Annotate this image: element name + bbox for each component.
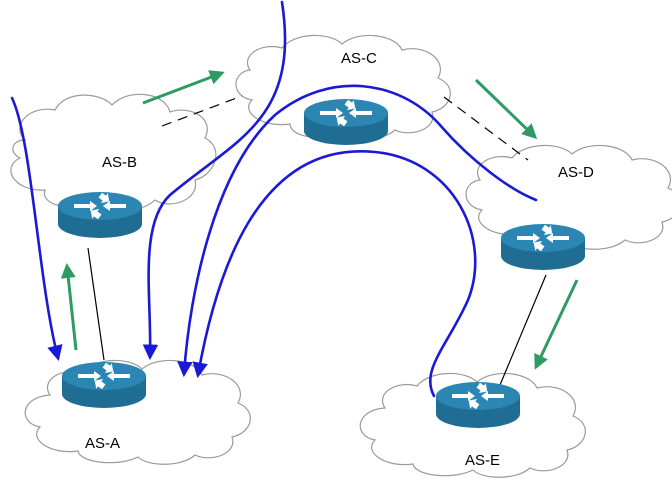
route-path-3 <box>177 84 538 378</box>
advert-arrow-b-to-c <box>142 70 225 105</box>
cloud-as-b <box>10 93 217 212</box>
as-label-b: AS-B <box>102 154 137 171</box>
as-label-c: AS-C <box>341 50 377 67</box>
advert-arrow-d-to-e <box>534 279 579 370</box>
as-label-d: AS-D <box>558 164 594 181</box>
advert-arrow-a-to-b <box>60 263 78 351</box>
route-path-1 <box>10 96 63 362</box>
link-c-d <box>443 96 529 161</box>
link-d-e <box>499 274 547 386</box>
link-a-b <box>87 247 105 361</box>
link-b-c <box>161 95 243 127</box>
as-label-a: AS-A <box>85 435 120 452</box>
as-label-e: AS-E <box>465 452 500 469</box>
advert-arrow-c-to-d <box>474 78 538 140</box>
cloud-as-d <box>465 144 672 250</box>
route-path-2 <box>142 0 287 361</box>
route-path-4 <box>192 150 477 398</box>
